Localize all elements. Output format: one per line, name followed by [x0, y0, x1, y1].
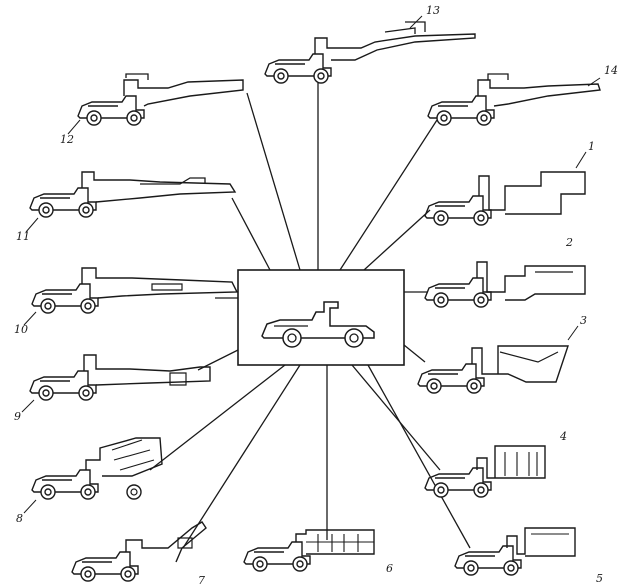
machine-12 — [77, 73, 244, 126]
machine-label-9: 9 — [14, 410, 21, 423]
machine-8 — [31, 437, 163, 500]
center-box — [237, 269, 405, 366]
machine-label-3: 3 — [580, 314, 587, 327]
machine-4 — [424, 445, 546, 498]
machine-7 — [71, 521, 207, 582]
machine-3 — [417, 345, 569, 394]
machine-10 — [31, 267, 239, 314]
machine-label-2: 2 — [565, 236, 573, 249]
machine-label-13: 13 — [426, 4, 440, 17]
machine-label-14: 14 — [604, 64, 618, 77]
connector-lines — [149, 83, 471, 549]
machine-label-7: 7 — [198, 574, 205, 587]
base-carrier — [261, 301, 375, 348]
machine-1 — [424, 171, 586, 226]
machine-11 — [29, 171, 237, 218]
machine-2 — [424, 261, 586, 308]
machine-13 — [264, 21, 476, 84]
machine-label-8: 8 — [16, 512, 23, 525]
machine-label-10: 10 — [14, 323, 28, 336]
machine-label-11: 11 — [16, 230, 30, 243]
machine-9 — [29, 354, 211, 401]
machine-label-5: 5 — [596, 572, 603, 585]
machine-label-12: 12 — [60, 133, 74, 146]
machine-14 — [427, 73, 601, 126]
machine-label-1: 1 — [588, 140, 595, 153]
machine-label-6: 6 — [386, 562, 393, 575]
machine-label-4: 4 — [559, 430, 567, 443]
machine-5 — [454, 527, 576, 576]
machine-6 — [243, 529, 375, 572]
